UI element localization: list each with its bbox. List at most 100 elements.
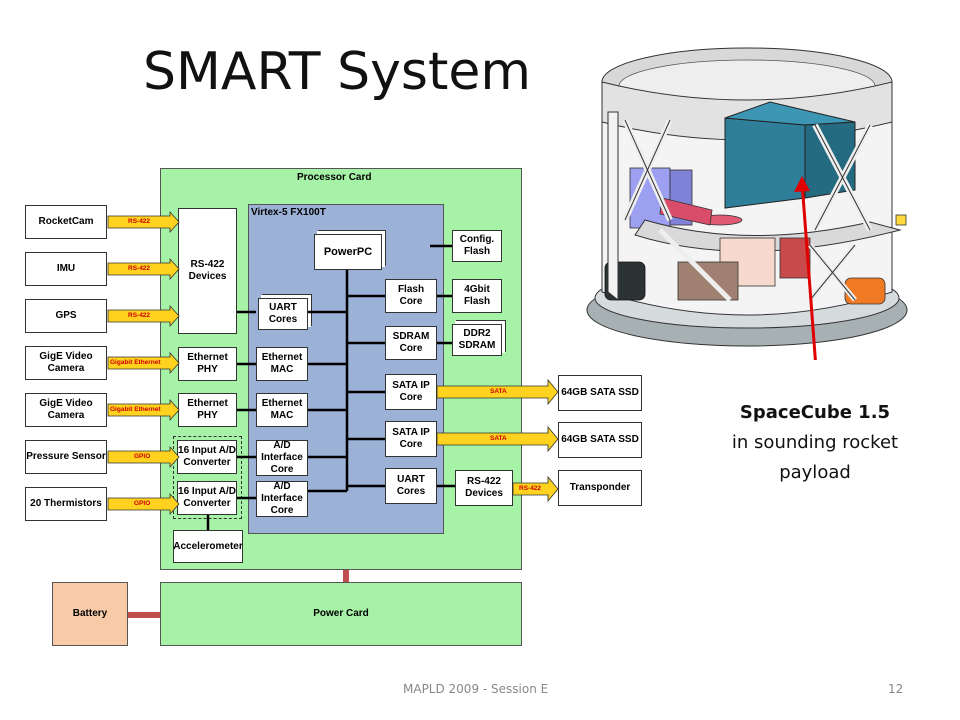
sensor-gige-camera-1: GigE Video Camera — [25, 346, 107, 380]
config-flash: Config. Flash — [452, 230, 502, 262]
ad-interface-core-1: A/D Interface Core — [256, 440, 308, 476]
link-tag: RS-422 — [128, 265, 151, 272]
power-card-label: Power Card — [313, 608, 369, 619]
adc-converter-1: 16 Input A/D Converter — [177, 440, 237, 474]
power-card: Power Card — [160, 582, 522, 646]
caption-line-3: payload — [779, 462, 851, 483]
sensor-label: RocketCam — [38, 216, 94, 227]
sensor-gps: GPS — [25, 299, 107, 333]
ethernet-mac-block-2: Ethernet MAC — [256, 393, 308, 427]
slide-title: SMART System — [143, 42, 531, 102]
arrow-gige-1 — [107, 351, 180, 375]
sensor-imu: IMU — [25, 252, 107, 286]
strut-right-x-outline — [814, 124, 871, 231]
arrow-sata-2 — [436, 425, 559, 453]
footer-text: MAPLD 2009 - Session E — [403, 682, 549, 696]
sata-ip-core-1: SATA IP Core — [385, 374, 437, 410]
output-label: 64GB SATA SSD — [561, 434, 639, 445]
block-label: Ethernet MAC — [261, 352, 303, 375]
powerpc-block: PowerPC — [314, 234, 382, 270]
caption-title: SpaceCube 1.5 — [739, 402, 891, 423]
strut-left-x-outline — [624, 119, 671, 221]
middle-deck — [634, 219, 902, 252]
output-label: 64GB SATA SSD — [561, 387, 639, 398]
link-tag: SATA — [490, 388, 507, 395]
sensor-label: 20 Thermistors — [30, 498, 102, 509]
block-label: Ethernet MAC — [261, 398, 303, 421]
rs422-devices-left: RS-422 Devices — [178, 208, 237, 334]
arrow-rs422-3 — [107, 304, 180, 328]
flash-core-block: Flash Core — [385, 279, 437, 313]
link-tag: RS-422 — [128, 312, 151, 319]
4gbit-flash: 4Gbit Flash — [452, 279, 502, 313]
block-label: SATA IP Core — [392, 427, 430, 450]
sata-ssd-2: 64GB SATA SSD — [558, 422, 642, 458]
accelerometer: Accelerometer — [173, 530, 243, 563]
link-tag: Gigabit Ethernet — [110, 359, 161, 366]
interface-label: Ethernet PHY — [187, 398, 228, 421]
sensor-label: GigE Video Camera — [39, 351, 93, 374]
block-label: SDRAM Core — [392, 331, 430, 354]
uart-cores-block-1: UART Cores — [258, 298, 308, 330]
uart-cores-block-2: UART Cores — [385, 468, 437, 504]
block-label: PowerPC — [323, 246, 373, 258]
arrow-rs422-out — [512, 475, 559, 503]
sata-ip-core-2: SATA IP Core — [385, 421, 437, 457]
sensor-label: GigE Video Camera — [39, 398, 93, 421]
strut-left-outer — [607, 111, 619, 302]
link-tag: RS-422 — [128, 218, 151, 225]
interface-label: Ethernet PHY — [187, 352, 228, 375]
sensor-pressure: Pressure Sensor — [25, 440, 107, 474]
sensor-label: Pressure Sensor — [26, 451, 106, 462]
fpga-label: Virtex-5 FX100T — [251, 207, 326, 218]
battery-label: Battery — [72, 608, 108, 619]
arrow-gpio-2 — [107, 492, 180, 516]
pointer-arrow-head — [794, 176, 810, 192]
adc-converter-2: 16 Input A/D Converter — [177, 481, 237, 515]
sensor-rocketcam: RocketCam — [25, 205, 107, 239]
arrow-gpio-1 — [107, 445, 180, 469]
link-tag: GPIO — [134, 453, 151, 460]
ad-interface-core-2: A/D Interface Core — [256, 481, 308, 517]
block-label: UART Cores — [268, 302, 298, 325]
orange-cylinder — [844, 277, 886, 305]
link-tag: Gigabit Ethernet — [110, 406, 161, 413]
interface-label: RS-422 Devices — [188, 259, 227, 282]
block-label: UART Cores — [396, 474, 426, 497]
interface-label: Accelerometer — [173, 540, 243, 552]
arrow-rs422-1 — [107, 210, 180, 234]
block-label: A/D Interface Core — [261, 481, 303, 516]
rs422-devices-right: RS-422 Devices — [455, 470, 513, 506]
caption-line-2: in sounding rocket — [731, 432, 899, 453]
memory-label: Config. Flash — [459, 234, 495, 257]
link-tag: SATA — [490, 435, 507, 442]
page-number: 12 — [888, 682, 904, 696]
ethernet-phy-2: Ethernet PHY — [178, 393, 237, 427]
block-label: Flash Core — [397, 284, 425, 307]
interface-label: RS-422 Devices — [465, 476, 503, 499]
yellow-tab — [895, 214, 907, 226]
strut-center — [658, 228, 732, 302]
interface-label: 16 Input A/D Converter — [178, 486, 236, 509]
spacecube-illustration — [586, 47, 908, 360]
arrow-gige-2 — [107, 398, 180, 422]
link-tag: GPIO — [134, 500, 151, 507]
output-label: Transponder — [569, 482, 631, 493]
sensor-gige-camera-2: GigE Video Camera — [25, 393, 107, 427]
memory-label: 4Gbit Flash — [463, 284, 491, 307]
spacecube-box-front — [724, 117, 806, 209]
memory-label: DDR2 SDRAM — [458, 328, 496, 351]
arrow-rs422-2 — [107, 257, 180, 281]
sensor-label: IMU — [56, 263, 76, 274]
strut-right-lower-outline — [809, 244, 856, 301]
power-bus-vertical — [343, 568, 349, 584]
block-label: SATA IP Core — [392, 380, 430, 403]
caption: SpaceCube 1.5 in sounding rocket payload — [700, 398, 930, 488]
arrow-sata-1 — [436, 378, 559, 406]
sata-ssd-1: 64GB SATA SSD — [558, 375, 642, 411]
sensor-thermistors: 20 Thermistors — [25, 487, 107, 521]
power-bus-horizontal — [128, 612, 162, 618]
red-block — [779, 237, 811, 279]
interface-label: 16 Input A/D Converter — [178, 445, 236, 468]
